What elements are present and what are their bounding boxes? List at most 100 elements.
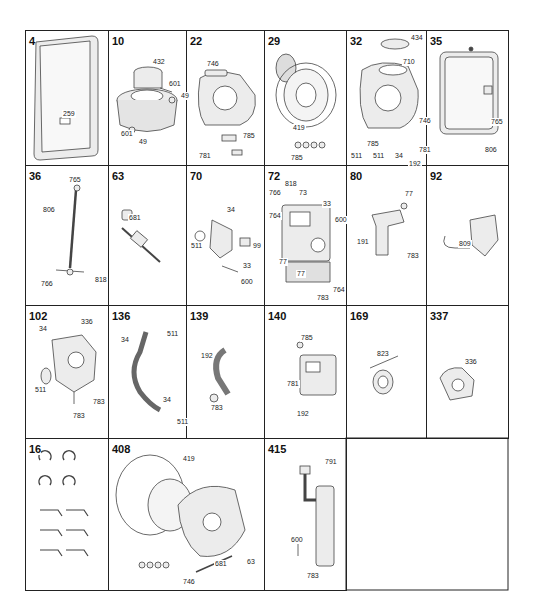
cell-number: 22 xyxy=(190,35,202,47)
callout-number: 77 xyxy=(278,258,288,266)
cell-number: 80 xyxy=(350,170,362,182)
callout-number: 511 xyxy=(34,386,47,394)
callout-number: 783 xyxy=(210,404,224,412)
callout-number: 419 xyxy=(182,455,196,463)
callout-number: 49 xyxy=(138,138,148,146)
callout-number: 336 xyxy=(464,358,478,366)
callout-number: 34 xyxy=(120,336,130,344)
callout-number: 785 xyxy=(290,154,304,162)
callout-number: 601 xyxy=(120,130,134,138)
part-cell: 16 xyxy=(25,438,109,591)
callout-number: 511 xyxy=(372,152,385,160)
callout-number: 746 xyxy=(418,117,432,125)
part-cell: 140 xyxy=(264,305,347,439)
callout-number: 34 xyxy=(394,152,404,160)
callout-number: 783 xyxy=(406,252,420,260)
callout-number: 781 xyxy=(418,146,432,154)
part-cell: 22 xyxy=(186,30,265,166)
callout-number: 511 xyxy=(166,330,179,338)
callout-number: 63 xyxy=(246,558,256,566)
callout-number: 785 xyxy=(366,140,380,148)
callout-number: 192 xyxy=(296,410,310,418)
callout-number: 192 xyxy=(200,352,214,360)
part-cell: 337 xyxy=(426,305,509,439)
callout-number: 511 xyxy=(190,242,203,250)
part-cell: 80 xyxy=(346,165,427,306)
part-cell: 169 xyxy=(346,305,427,439)
callout-number: 746 xyxy=(206,60,220,68)
part-cell: 139 xyxy=(186,305,265,439)
callout-number: 34 xyxy=(38,325,48,333)
cell-number: 139 xyxy=(190,310,208,322)
callout-number: 766 xyxy=(40,280,54,288)
callout-number: 746 xyxy=(182,578,196,586)
callout-number: 783 xyxy=(92,398,106,406)
callout-number: 823 xyxy=(376,350,390,358)
callout-number: 34 xyxy=(226,206,236,214)
callout-number: 785 xyxy=(242,132,256,140)
cell-number: 337 xyxy=(430,310,448,322)
cell-number: 92 xyxy=(430,170,442,182)
callout-number: 783 xyxy=(72,412,86,420)
cell-number: 29 xyxy=(268,35,280,47)
callout-number: 783 xyxy=(316,294,330,302)
callout-number: 191 xyxy=(356,238,370,246)
callout-number: 681 xyxy=(214,560,228,568)
callout-number: 33 xyxy=(322,200,332,208)
callout-number: 336 xyxy=(80,318,94,326)
callout-number: 77 xyxy=(296,270,306,278)
callout-number: 785 xyxy=(300,334,314,342)
callout-number: 818 xyxy=(94,276,108,284)
callout-number: 73 xyxy=(298,189,308,197)
callout-number: 764 xyxy=(332,286,346,294)
cell-number: 415 xyxy=(268,443,286,455)
callout-number: 600 xyxy=(334,216,348,224)
callout-number: 600 xyxy=(290,536,304,544)
cell-number: 16 xyxy=(29,443,41,455)
callout-number: 511 xyxy=(350,152,363,160)
cell-number: 408 xyxy=(112,443,130,455)
callout-number: 765 xyxy=(490,118,504,126)
callout-number: 806 xyxy=(484,146,498,154)
callout-number: 681 xyxy=(128,214,142,222)
cell-number: 70 xyxy=(190,170,202,182)
callout-number: 781 xyxy=(198,152,212,160)
part-cell: 92 xyxy=(426,165,509,306)
callout-number: 710 xyxy=(402,58,416,66)
callout-number: 419 xyxy=(292,124,306,132)
cell-number: 169 xyxy=(350,310,368,322)
callout-number: 432 xyxy=(152,58,166,66)
cell-number: 36 xyxy=(29,170,41,182)
cell-number: 102 xyxy=(29,310,47,322)
callout-number: 600 xyxy=(240,278,254,286)
callout-number: 259 xyxy=(62,110,76,118)
callout-number: 511 xyxy=(176,418,189,426)
callout-number: 765 xyxy=(68,176,82,184)
callout-number: 601 xyxy=(168,80,182,88)
callout-number: 33 xyxy=(242,262,252,270)
callout-number: 809 xyxy=(458,240,472,248)
cell-number: 136 xyxy=(112,310,130,322)
part-cell: 4 xyxy=(25,30,109,166)
cell-number: 72 xyxy=(268,170,280,182)
callout-number: 49 xyxy=(180,92,190,100)
callout-number: 818 xyxy=(284,180,298,188)
callout-number: 766 xyxy=(268,189,282,197)
callout-number: 99 xyxy=(252,242,262,250)
cell-number: 140 xyxy=(268,310,286,322)
callout-number: 783 xyxy=(306,572,320,580)
part-cell: 72 xyxy=(264,165,347,306)
callout-number: 434 xyxy=(410,34,424,42)
cell-number: 10 xyxy=(112,35,124,47)
part-cell: 29 xyxy=(264,30,347,166)
callout-number: 34 xyxy=(162,396,172,404)
part-cell: 36 xyxy=(25,165,109,306)
callout-number: 764 xyxy=(268,212,282,220)
cell-number: 63 xyxy=(112,170,124,182)
callout-number: 791 xyxy=(324,458,338,466)
cell-number: 35 xyxy=(430,35,442,47)
callout-number: 781 xyxy=(286,380,300,388)
part-cell: 32 xyxy=(346,30,427,166)
part-cell: 63 xyxy=(108,165,187,306)
